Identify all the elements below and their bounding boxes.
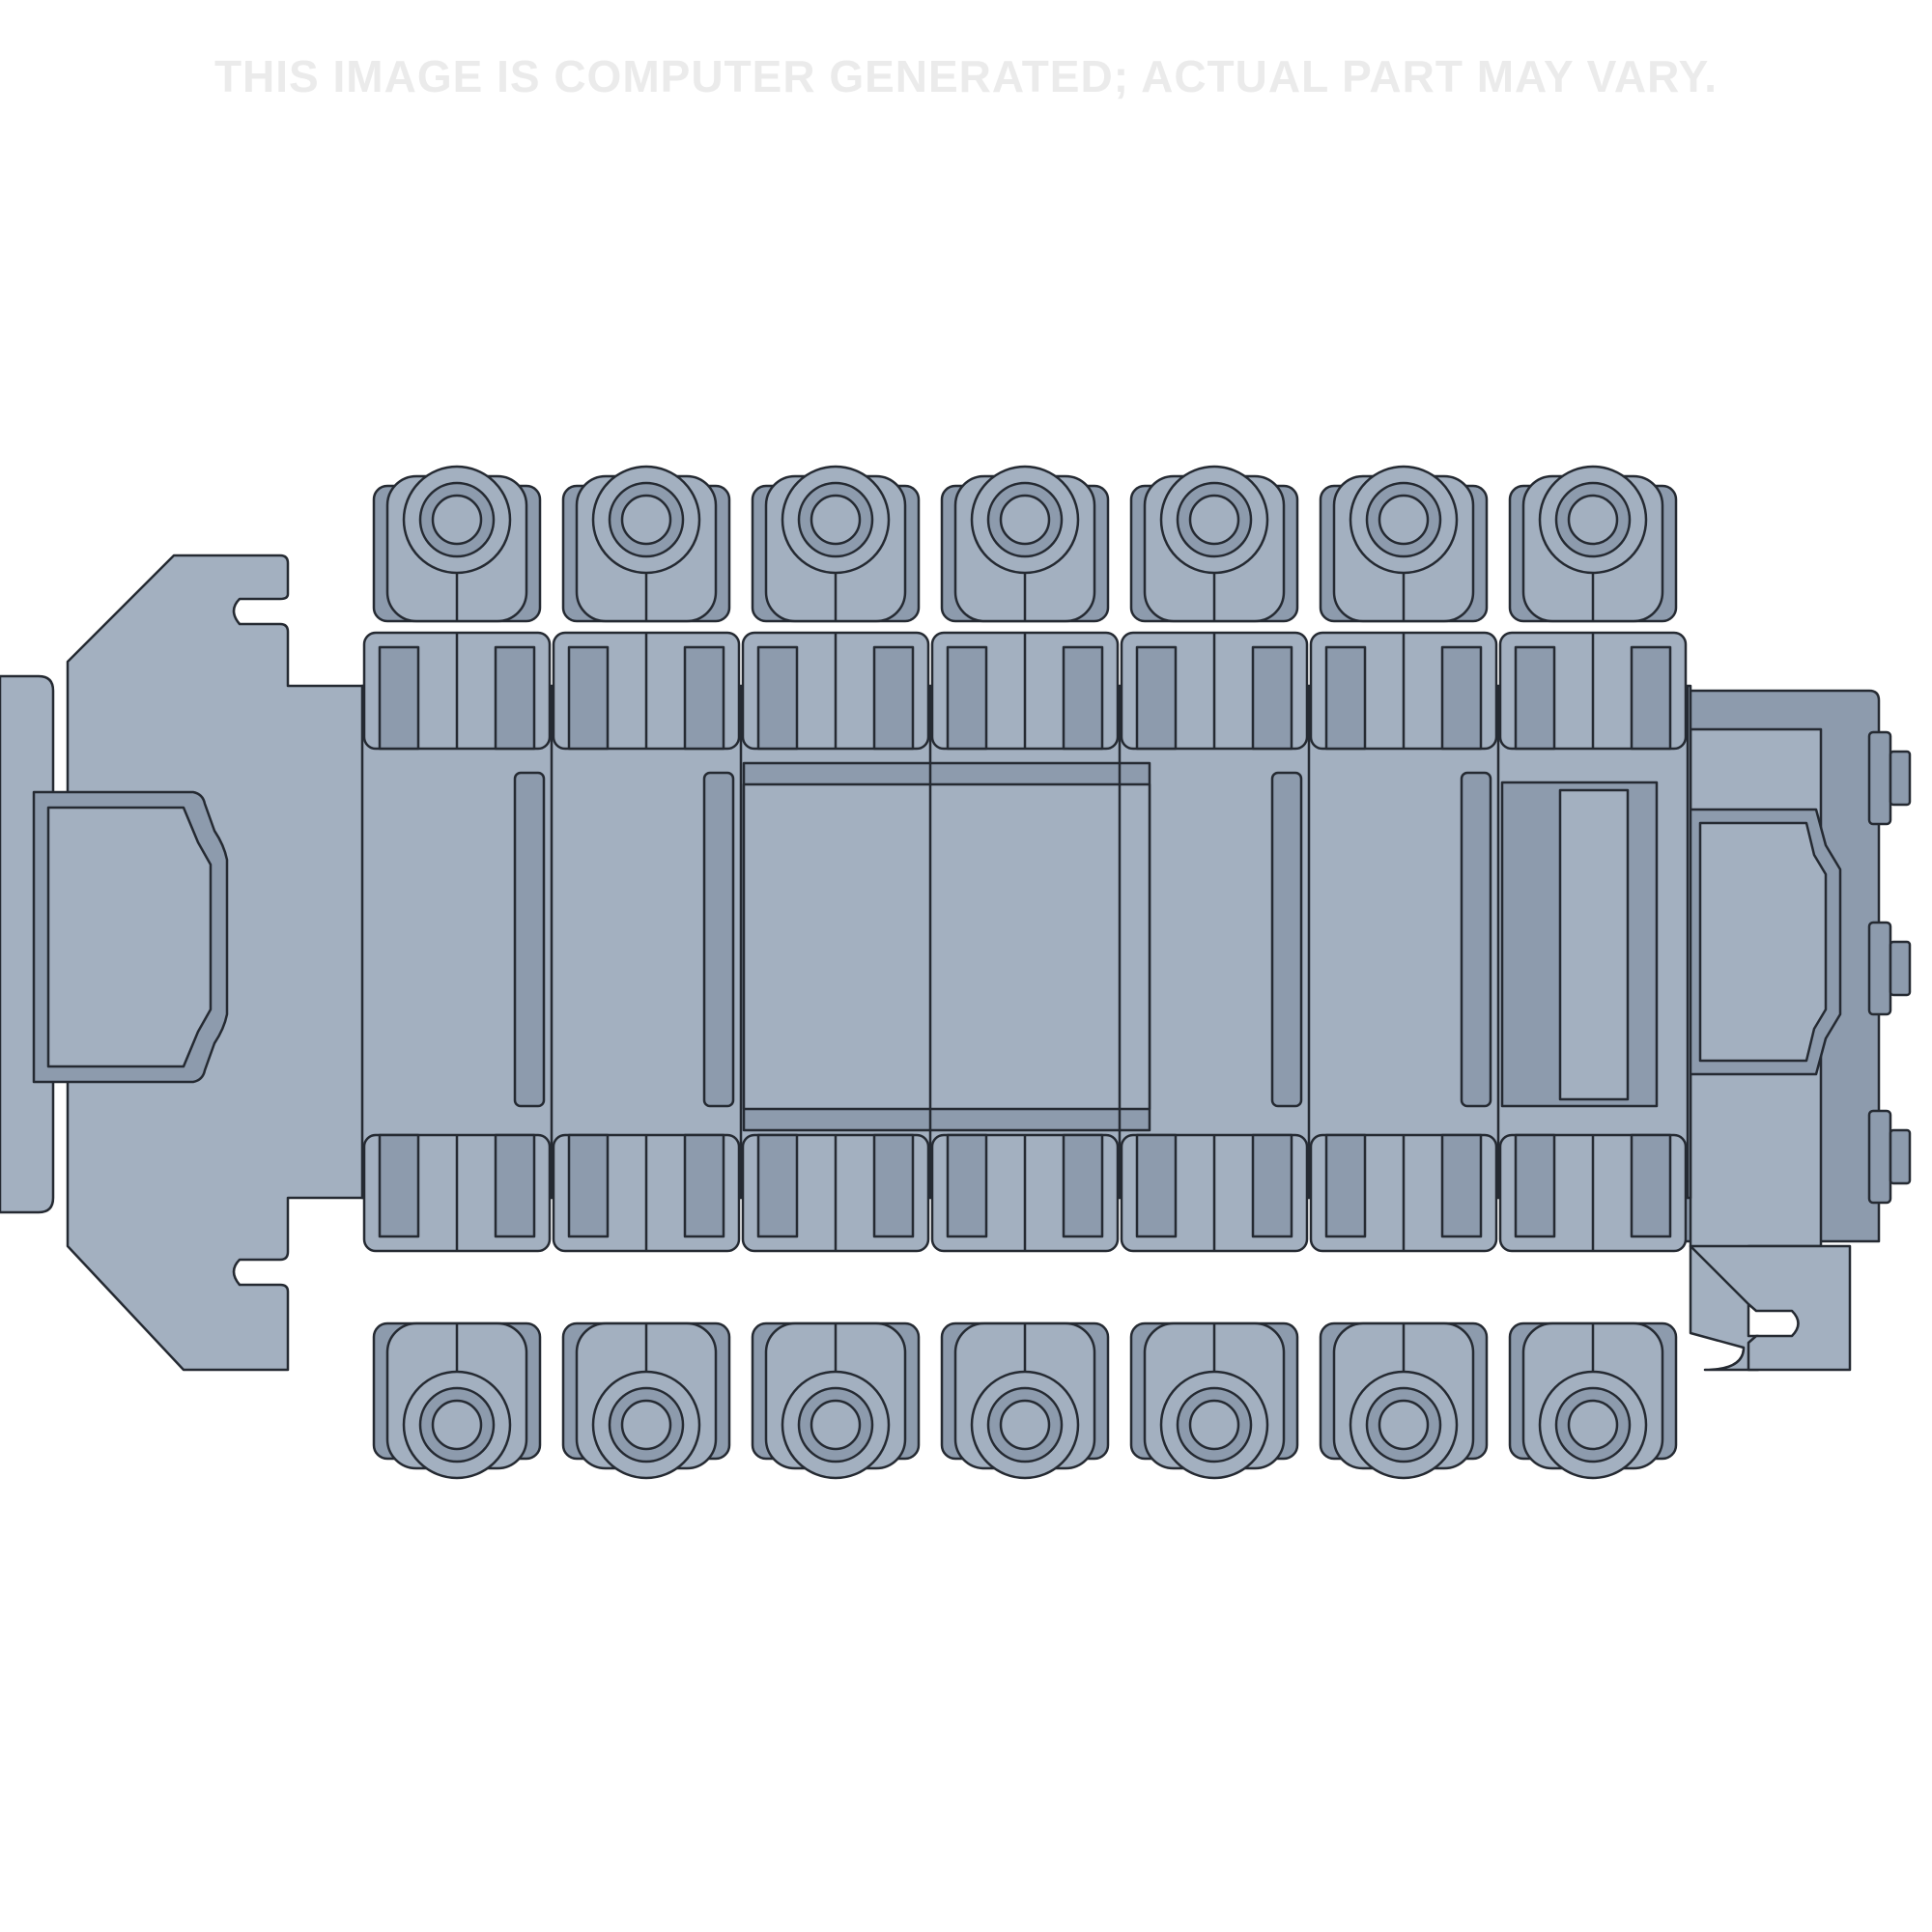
- lower-housing-rib: [683, 1133, 725, 1238]
- coil-stem: [810, 494, 862, 546]
- upper-housing-rib: [946, 645, 988, 751]
- manifold-channel-inner: [742, 782, 1151, 1111]
- section-pocket: [702, 771, 735, 1108]
- upper-housing-rib: [378, 645, 420, 751]
- valve-section: [1120, 465, 1311, 1480]
- lower-coil-group: [561, 1321, 731, 1480]
- right-channel-inner: [1558, 788, 1630, 1101]
- upper-housing-rib: [1514, 645, 1556, 751]
- lower-housing-rib: [378, 1133, 420, 1238]
- lower-coil-group: [940, 1321, 1110, 1480]
- coil-stem: [999, 1399, 1051, 1451]
- valve-section: [552, 465, 743, 1480]
- coil-stem: [999, 494, 1051, 546]
- coil-stem: [431, 494, 483, 546]
- lower-housing-rib: [494, 1133, 536, 1238]
- upper-housing-rib: [1630, 645, 1672, 751]
- lower-coil-group: [751, 1321, 921, 1480]
- coil-stem: [1567, 1399, 1619, 1451]
- right-studs: [1867, 730, 1912, 1205]
- upper-housing-rib: [494, 645, 536, 751]
- lower-housing-rib: [1630, 1133, 1672, 1238]
- lower-housing-rib: [1062, 1133, 1104, 1238]
- upper-housing-rib: [1324, 645, 1367, 751]
- lower-housing-rib: [1514, 1133, 1556, 1238]
- lower-housing-rib: [1324, 1133, 1367, 1238]
- upper-housing-rib: [683, 645, 725, 751]
- valve-section: [1498, 465, 1690, 1480]
- lower-housing-rib: [567, 1133, 610, 1238]
- section-pocket: [1460, 771, 1492, 1108]
- left-housing-recess-inner: [46, 806, 213, 1068]
- coil-stem: [810, 1399, 862, 1451]
- upper-housing-rib: [1062, 645, 1104, 751]
- coil-stem: [620, 494, 672, 546]
- upper-housing-rib: [1135, 645, 1178, 751]
- lower-coil-group: [1319, 1321, 1489, 1480]
- right-mounting-plate: [1689, 1244, 1852, 1372]
- section-pocket: [1270, 771, 1303, 1108]
- lower-coil-group: [1508, 1321, 1678, 1480]
- coil-stem: [1188, 494, 1240, 546]
- lower-housing-rib: [946, 1133, 988, 1238]
- lower-housing-rib: [1135, 1133, 1178, 1238]
- section-pocket: [513, 771, 546, 1108]
- disclaimer-text: THIS IMAGE IS COMPUTER GENERATED; ACTUAL…: [213, 51, 1719, 101]
- lower-housing-rib: [872, 1133, 915, 1238]
- coil-stem: [431, 1399, 483, 1451]
- valve-section: [1309, 465, 1500, 1480]
- lower-housing-rib: [1440, 1133, 1483, 1238]
- coil-stem: [1188, 1399, 1240, 1451]
- valve-section: [741, 465, 932, 1480]
- lower-coil-group: [1129, 1321, 1299, 1480]
- upper-housing-rib: [1251, 645, 1293, 751]
- lower-coil-group: [372, 1321, 542, 1480]
- upper-housing-rib: [567, 645, 610, 751]
- right-housing-recess-inner: [1698, 821, 1828, 1063]
- upper-housing-rib: [756, 645, 799, 751]
- lower-housing-rib: [756, 1133, 799, 1238]
- lower-housing-rib: [1251, 1133, 1293, 1238]
- upper-housing-rib: [872, 645, 915, 751]
- valve-section: [930, 465, 1122, 1480]
- coil-stem: [1378, 494, 1430, 546]
- valve-section: [362, 465, 554, 1480]
- coil-stem: [620, 1399, 672, 1451]
- upper-housing-rib: [1440, 645, 1483, 751]
- coil-stem: [1378, 1399, 1430, 1451]
- coil-stem: [1567, 494, 1619, 546]
